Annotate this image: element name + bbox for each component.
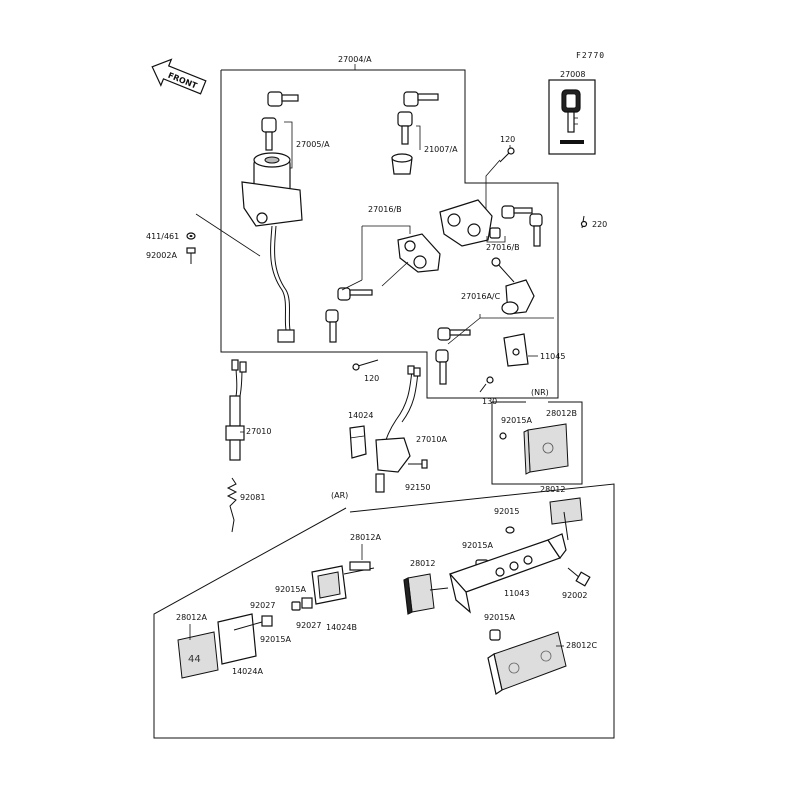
label-27010: 27010 xyxy=(246,427,271,436)
label-120a: 120 xyxy=(500,135,515,144)
label-92015A-left: 92015A xyxy=(275,585,306,594)
label-27008: 27008 xyxy=(560,70,585,79)
nr-reflector-box xyxy=(491,401,583,485)
label-27016AC: 27016A/C xyxy=(461,292,501,301)
label-92002A: 92002A xyxy=(146,251,177,260)
label-14024: 14024 xyxy=(348,411,373,420)
label-28012A-mid: 28012A xyxy=(350,533,381,542)
label-27016B-top: 27016/B xyxy=(368,205,402,214)
bracket-11043 xyxy=(448,533,567,614)
label-NR: (NR) xyxy=(531,388,549,397)
label-130: 130 xyxy=(482,397,497,406)
bracket-14024 xyxy=(349,425,367,459)
label-28012C: 28012C xyxy=(566,641,597,650)
label-11045: 11045 xyxy=(540,352,565,361)
key-pair-21007A xyxy=(391,91,439,175)
label-AR: (AR) xyxy=(331,491,348,500)
screw-120-bottom xyxy=(352,359,379,371)
bolt-92002A xyxy=(186,247,196,264)
figure-id: F2770 xyxy=(576,51,605,60)
label-92015A-nr: 92015A xyxy=(501,416,532,425)
lock-27016AC xyxy=(435,257,535,385)
screw-130 xyxy=(479,376,494,393)
label-92015: 92015 xyxy=(494,507,519,516)
label-92002: 92002 xyxy=(562,591,587,600)
reflector-28012-mid xyxy=(403,573,449,615)
collar-92027 xyxy=(261,597,313,627)
nut-92015 xyxy=(505,526,515,534)
label-28012A-left: 28012A xyxy=(176,613,207,622)
label-14024B: 14024B xyxy=(326,623,357,632)
label-92081: 92081 xyxy=(240,493,265,502)
label-92150: 92150 xyxy=(405,483,430,492)
svg-text:44: 44 xyxy=(188,654,201,665)
reflector-28012-top xyxy=(549,497,583,541)
label-27010A: 27010A xyxy=(416,435,447,444)
label-28012-mid: 28012 xyxy=(410,559,435,568)
ignition-set-frame xyxy=(220,69,559,399)
label-92015A-low: 92015A xyxy=(260,635,291,644)
screw-120-top xyxy=(499,147,515,163)
label-28012-top: 28012 xyxy=(540,485,565,494)
label-14024A: 14024A xyxy=(232,667,263,676)
label-11043: 11043 xyxy=(504,589,529,598)
bracket-11045 xyxy=(503,333,529,367)
label-411-461: 411/461 xyxy=(146,232,179,241)
seat-lock-27016B-right xyxy=(439,199,543,247)
label-120b: 120 xyxy=(364,374,379,383)
screw-220 xyxy=(580,215,588,229)
switch-27010 xyxy=(225,359,247,461)
spring-92081 xyxy=(226,477,238,533)
label-27016B-right: 27016/B xyxy=(486,243,520,252)
label-92015A-bot: 92015A xyxy=(484,613,515,622)
key-tag-27008 xyxy=(548,79,596,155)
reflector-28012A-mid xyxy=(311,561,375,605)
bolt-92002 xyxy=(567,567,591,587)
nut-92015A-left xyxy=(291,601,301,611)
label-92027b: 92027 xyxy=(296,621,321,630)
key-pair-27005A xyxy=(261,91,299,151)
label-92015A-mid: 92015A xyxy=(462,541,493,550)
ignition-switch xyxy=(241,152,303,343)
label-21007A: 21007/A xyxy=(424,145,458,154)
ar-reflector-frame xyxy=(153,483,615,739)
front-arrow-icon: FRONT xyxy=(151,58,207,95)
label-27005A: 27005/A xyxy=(296,140,330,149)
reflector-28012C xyxy=(487,631,567,695)
label-28012B: 28012B xyxy=(546,409,577,418)
reflector-28012A-left: 44 xyxy=(177,613,263,679)
label-27004A: 27004/A xyxy=(338,55,372,64)
label-92027a: 92027 xyxy=(250,601,275,610)
seat-lock-27016B-left xyxy=(325,233,441,343)
nut-92015A-bot xyxy=(489,629,501,641)
washer-411 xyxy=(186,232,196,240)
switch-27010A xyxy=(375,365,428,493)
label-220: 220 xyxy=(592,220,607,229)
